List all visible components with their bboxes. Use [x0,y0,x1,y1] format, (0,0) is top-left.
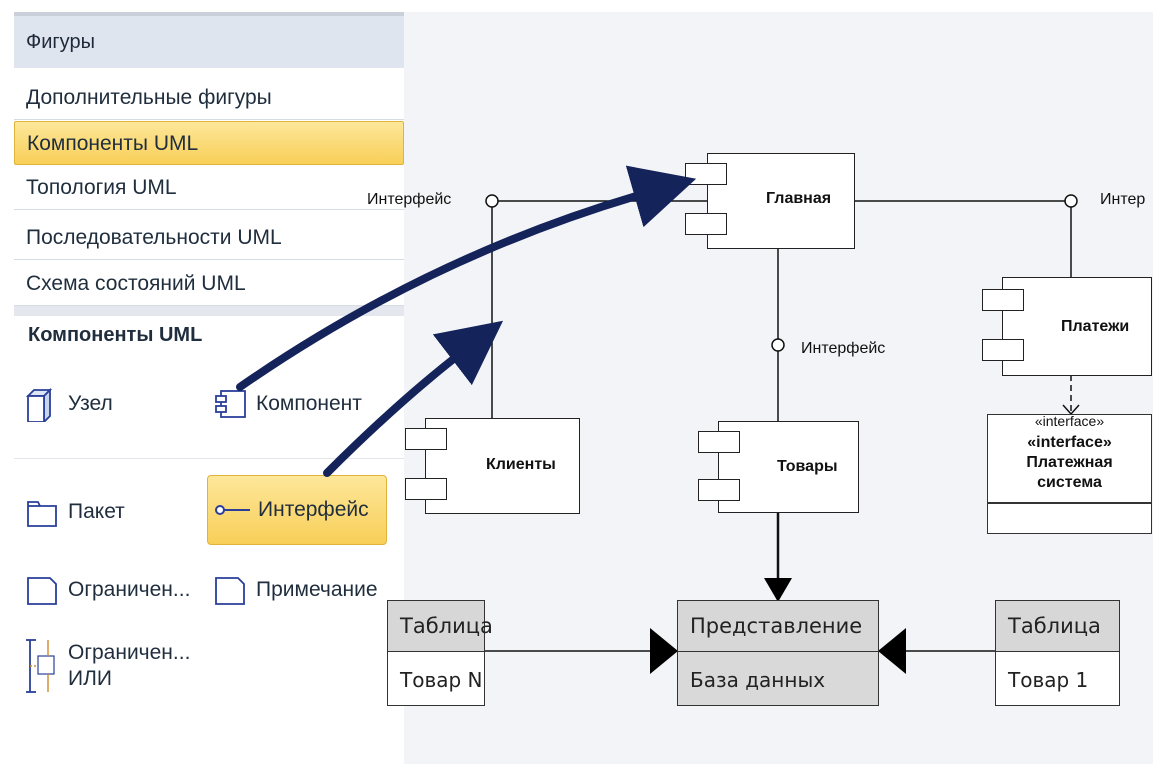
component-payments-name: Платежи [1061,318,1130,335]
interface-lollipop-left [485,194,499,208]
component-clients[interactable]: Клиенты [405,418,580,514]
stencil-uml-sequence[interactable]: Последовательности UML [14,216,404,260]
note-icon [27,577,57,605]
stencil-more-shapes[interactable]: Дополнительные фигуры [14,76,404,120]
component-port-bottom [982,339,1024,361]
shape-node[interactable]: Узел [24,382,113,426]
shapes-separator [14,458,404,459]
panel-title[interactable]: Фигуры [14,12,404,68]
view-header: Представление [678,601,878,652]
drag-arrow-interface [323,320,504,477]
component-port-top [405,428,447,450]
stencil-uml-topology[interactable]: Топология UML [14,166,404,210]
interface-label-mid: Интерфейс [801,340,886,357]
node-icon [25,387,53,422]
component-clients-name: Клиенты [486,456,556,473]
view-database[interactable]: Представление База данных [677,600,879,706]
shape-component[interactable]: Компонент [212,382,362,426]
panel-divider [14,306,404,316]
shape-constraint-label: Ограничен... [68,578,191,601]
component-icon [215,390,246,418]
component-port-top [698,431,740,453]
table-right-header: Таблица [996,601,1119,652]
component-port-bottom [405,478,447,500]
shape-note-label: Примечание [256,578,378,601]
interface-name-line2: система [1037,474,1102,491]
interface-lollipop-icon [215,505,250,515]
shape-note[interactable]: Примечание [212,568,378,612]
table-right[interactable]: Таблица Товар 1 [995,600,1120,706]
component-port-bottom [698,479,740,501]
shape-constraint-or-label-1: Ограничен... [68,641,191,664]
shape-interface[interactable]: Интерфейс [207,475,387,545]
interface-label-right: Интер [1100,191,1146,208]
shape-node-label: Узел [68,392,113,415]
table-left[interactable]: Таблица Товар N [387,600,493,706]
interface-payment-system[interactable]: «interface» «interface» Платежная систем… [987,413,1152,534]
component-payments[interactable]: Платежи [982,277,1152,376]
interface-divider [988,502,1151,504]
package-icon [27,501,57,527]
interface-lollipop-mid [771,338,785,352]
component-goods[interactable]: Товары [698,421,859,513]
shape-package[interactable]: Пакет [24,490,125,534]
shape-constraint-or-label-2: ИЛИ [68,667,112,690]
note-icon [215,577,245,605]
shape-component-label: Компонент [256,392,362,415]
table-left-row: Товар N [400,668,483,692]
constraint-or-icon [26,639,55,693]
component-main-name: Главная [766,190,832,207]
stencil-uml-statechart[interactable]: Схема состояний UML [14,262,404,306]
interface-lollipop-right [1064,194,1078,208]
shape-constraint-or[interactable]: Ограничен... ИЛИ [24,638,190,702]
table-left-header: Таблица [388,601,493,652]
shape-constraint[interactable]: Ограничен... [24,568,190,612]
interface-name-line1: Платежная [1026,454,1113,471]
component-port-top [982,289,1024,311]
interface-stereotype: «interface» [1027,434,1112,451]
shape-interface-label: Интерфейс [258,498,369,521]
interface-label-left: Интерфейс [367,191,452,208]
group-title: Компоненты UML [28,324,203,346]
drag-arrow-component [236,165,697,391]
component-main[interactable]: Главная [685,153,855,249]
interface-stereotype-overlap: «interface» [1034,413,1105,429]
shape-package-label: Пакет [68,500,125,523]
table-right-row: Товар 1 [1008,668,1089,692]
view-row: База данных [690,668,826,692]
shapes-panel: Фигуры Дополнительные фигуры Компоненты … [14,12,404,752]
component-goods-name: Товары [777,458,838,475]
stencil-uml-components[interactable]: Компоненты UML [14,121,404,165]
